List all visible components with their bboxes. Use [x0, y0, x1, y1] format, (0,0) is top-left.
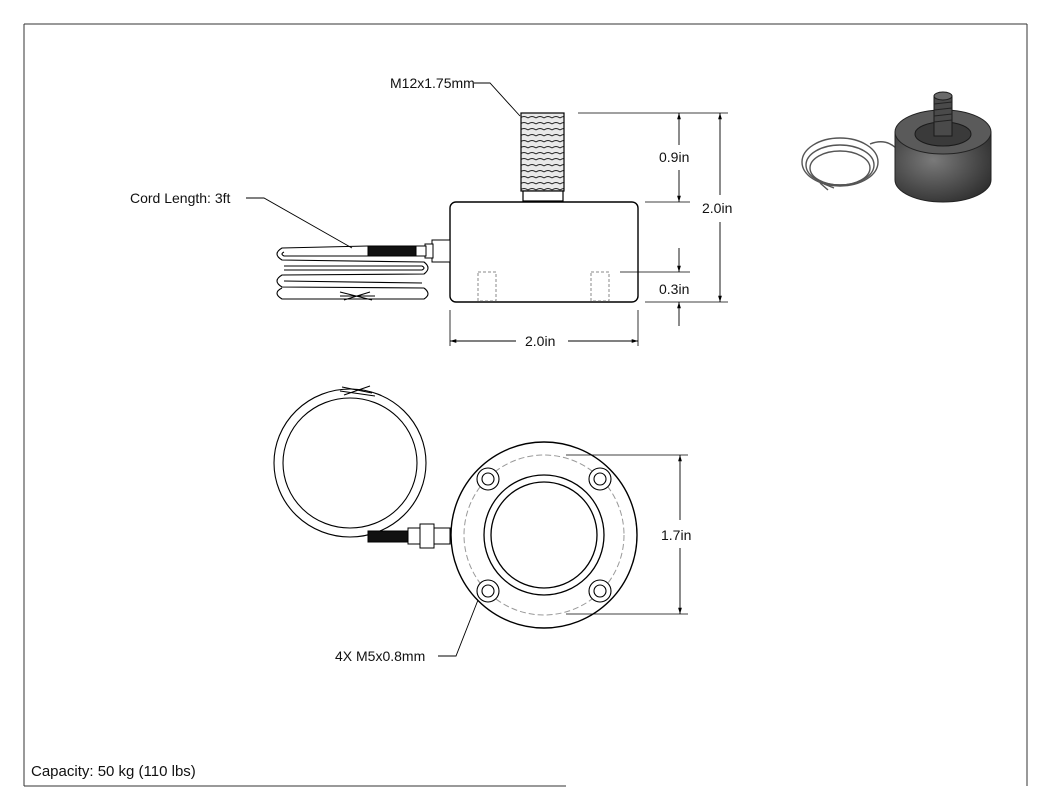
dim-bolt-circle-label: 1.7in	[661, 527, 691, 543]
dim-width-label: 2.0in	[525, 333, 555, 349]
cable-connector	[367, 239, 451, 263]
iso-render	[801, 91, 992, 203]
cable-loop	[273, 385, 427, 538]
render-cable	[801, 137, 897, 191]
threaded-stud	[520, 112, 565, 192]
thread-spec-label: M12x1.75mm	[390, 75, 475, 91]
stud-collar	[522, 190, 564, 202]
leader-lines	[246, 82, 521, 249]
top-view: 1.7in 4X M5x0.8mm	[273, 385, 691, 664]
bolt-circle	[463, 454, 625, 616]
dimension-lines	[450, 113, 722, 343]
top-connector	[367, 523, 451, 549]
coiled-cord	[276, 245, 429, 301]
render-stud-threads	[933, 101, 953, 123]
dim-total-height-label: 2.0in	[702, 200, 732, 216]
render-stud-top	[933, 91, 953, 101]
top-dimension-lines	[438, 455, 682, 657]
top-extension-lines	[566, 454, 688, 615]
cord-length-label: Cord Length: 3ft	[130, 190, 231, 206]
frame	[23, 23, 1028, 787]
dim-bottom-height-label: 0.3in	[659, 281, 689, 297]
hidden-holes	[477, 271, 610, 302]
side-view: M12x1.75mm Cord Length: 3ft 0.9in 2.0in …	[130, 75, 732, 349]
center-recess-inner	[490, 481, 598, 589]
mounting-holes	[476, 467, 612, 603]
dim-top-height-label: 0.9in	[659, 149, 689, 165]
capacity-label: Capacity: 50 kg (110 lbs)	[31, 763, 196, 780]
holes-spec-label: 4X M5x0.8mm	[335, 648, 425, 664]
load-cell-body	[449, 201, 639, 303]
